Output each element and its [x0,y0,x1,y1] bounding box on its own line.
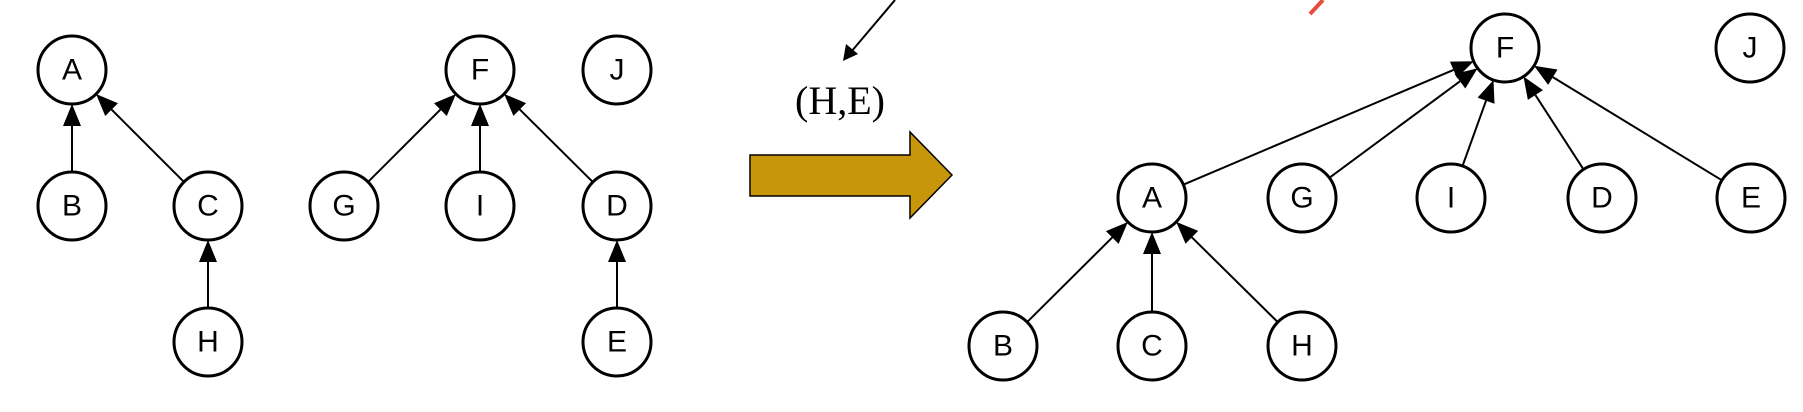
node-label: E [1741,182,1761,215]
node-h: H [172,306,244,378]
operation-pointer-arrow [843,0,896,61]
node-label: D [1591,182,1613,215]
node-label: G [332,190,355,223]
edge-e-to-d [608,240,626,308]
node-label: C [1141,330,1163,363]
edge-h-to-c [199,240,217,308]
node-label: J [1743,32,1758,65]
node-label: D [606,190,628,223]
node-label: H [1291,330,1313,363]
edge-d-to-f [504,93,594,183]
before-forest: A B C H F G I D E J [36,34,653,378]
node-label: C [197,190,219,223]
red-accent-stroke [1308,0,1325,16]
node-j: J [1714,12,1786,84]
node-i: I [1415,162,1487,234]
transform-arrow [749,130,954,220]
node-a: A [36,34,108,106]
after-forest: F J A G I D E B C H [967,12,1787,382]
node-label: B [62,190,82,223]
edge-g-to-f [1328,68,1478,179]
edge-b-to-a [1026,221,1128,323]
node-d: D [581,170,653,242]
node-f: F [1469,12,1541,84]
node-label: I [476,190,484,223]
edge-b-to-a [63,104,81,172]
node-f: F [444,34,516,106]
edge-d-to-f [1523,76,1585,170]
node-e: E [581,306,653,378]
node-g: G [1266,162,1338,234]
node-b: B [967,310,1039,382]
edge-g-to-f [367,94,456,183]
node-label: E [607,326,627,359]
node-label: H [197,326,219,359]
node-label: J [610,54,625,87]
node-label: F [471,54,489,87]
edge-c-to-a [1143,232,1161,312]
node-g: G [308,170,380,242]
edge-i-to-f [471,104,489,172]
edge-h-to-a [1176,221,1279,323]
node-b: B [36,170,108,242]
node-d: D [1566,162,1638,234]
node-label: B [993,330,1013,363]
node-a: A [1116,162,1188,234]
edge-e-to-f [1534,65,1723,182]
operation-label: (H,E) [795,78,885,123]
node-label: A [62,54,82,87]
node-i: I [444,170,516,242]
node-e: E [1715,162,1787,234]
edge-i-to-f [1461,79,1495,167]
node-h: H [1266,310,1338,382]
node-label: G [1290,182,1313,215]
node-c: C [172,170,244,242]
edge-a-to-f [1182,61,1474,186]
node-j: J [581,34,653,106]
node-label: A [1142,182,1162,215]
node-label: I [1447,182,1455,215]
edge-c-to-a [96,94,185,183]
node-label: F [1496,32,1514,65]
node-c: C [1116,310,1188,382]
